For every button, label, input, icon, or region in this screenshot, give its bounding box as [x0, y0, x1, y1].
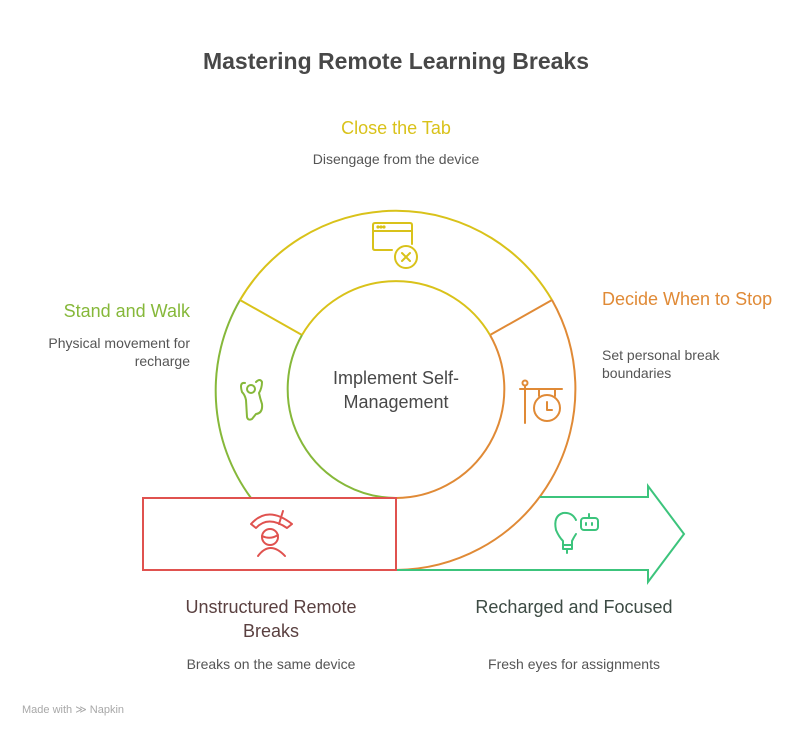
segment-stand-and-walk-title: Stand and Walk	[63, 301, 190, 321]
footer-credit: Made with ≫ Napkin	[22, 703, 124, 716]
footer-brand: Napkin	[89, 704, 125, 716]
inner-arc-top	[301, 280, 491, 336]
segment-decide-outer-arc	[395, 299, 577, 571]
inner-arc-left	[286, 334, 397, 499]
segment-stand-and-walk-outer-arc	[214, 299, 252, 499]
browser-close-icon	[372, 222, 418, 269]
divider-left	[239, 299, 303, 336]
end-arrow-shape	[396, 483, 686, 585]
lightbulb-robot-icon	[554, 511, 599, 554]
hanging-clock-icon	[519, 379, 563, 424]
center-label: Implement Self-Management	[332, 368, 460, 412]
napkin-logo-icon: ≫	[75, 704, 87, 716]
segment-close-the-tab-description: Disengage from the device	[312, 151, 480, 167]
segment-decide-title: Decide When to Stop	[602, 289, 773, 309]
divider-right	[489, 299, 553, 336]
start-title: Unstructured Remote Breaks	[185, 597, 357, 641]
segment-stand-and-walk-description: Physical movement for recharge	[48, 335, 190, 369]
footer-text: Made with	[22, 704, 73, 716]
start-description: Breaks on the same device	[186, 656, 356, 672]
person-moving-icon	[240, 379, 264, 421]
segment-decide-description: Set personal break boundaries	[602, 347, 720, 381]
end-description: Fresh eyes for assignments	[488, 656, 660, 672]
segment-close-the-tab-title: Close the Tab	[341, 118, 451, 138]
person-signal-icon	[250, 510, 293, 557]
start-box	[142, 497, 397, 571]
inner-arc-right	[395, 334, 506, 499]
diagram-title: Mastering Remote Learning Breaks	[202, 48, 589, 74]
end-title: Recharged and Focused	[475, 597, 673, 617]
segment-close-the-tab-outer-arc	[239, 209, 553, 301]
